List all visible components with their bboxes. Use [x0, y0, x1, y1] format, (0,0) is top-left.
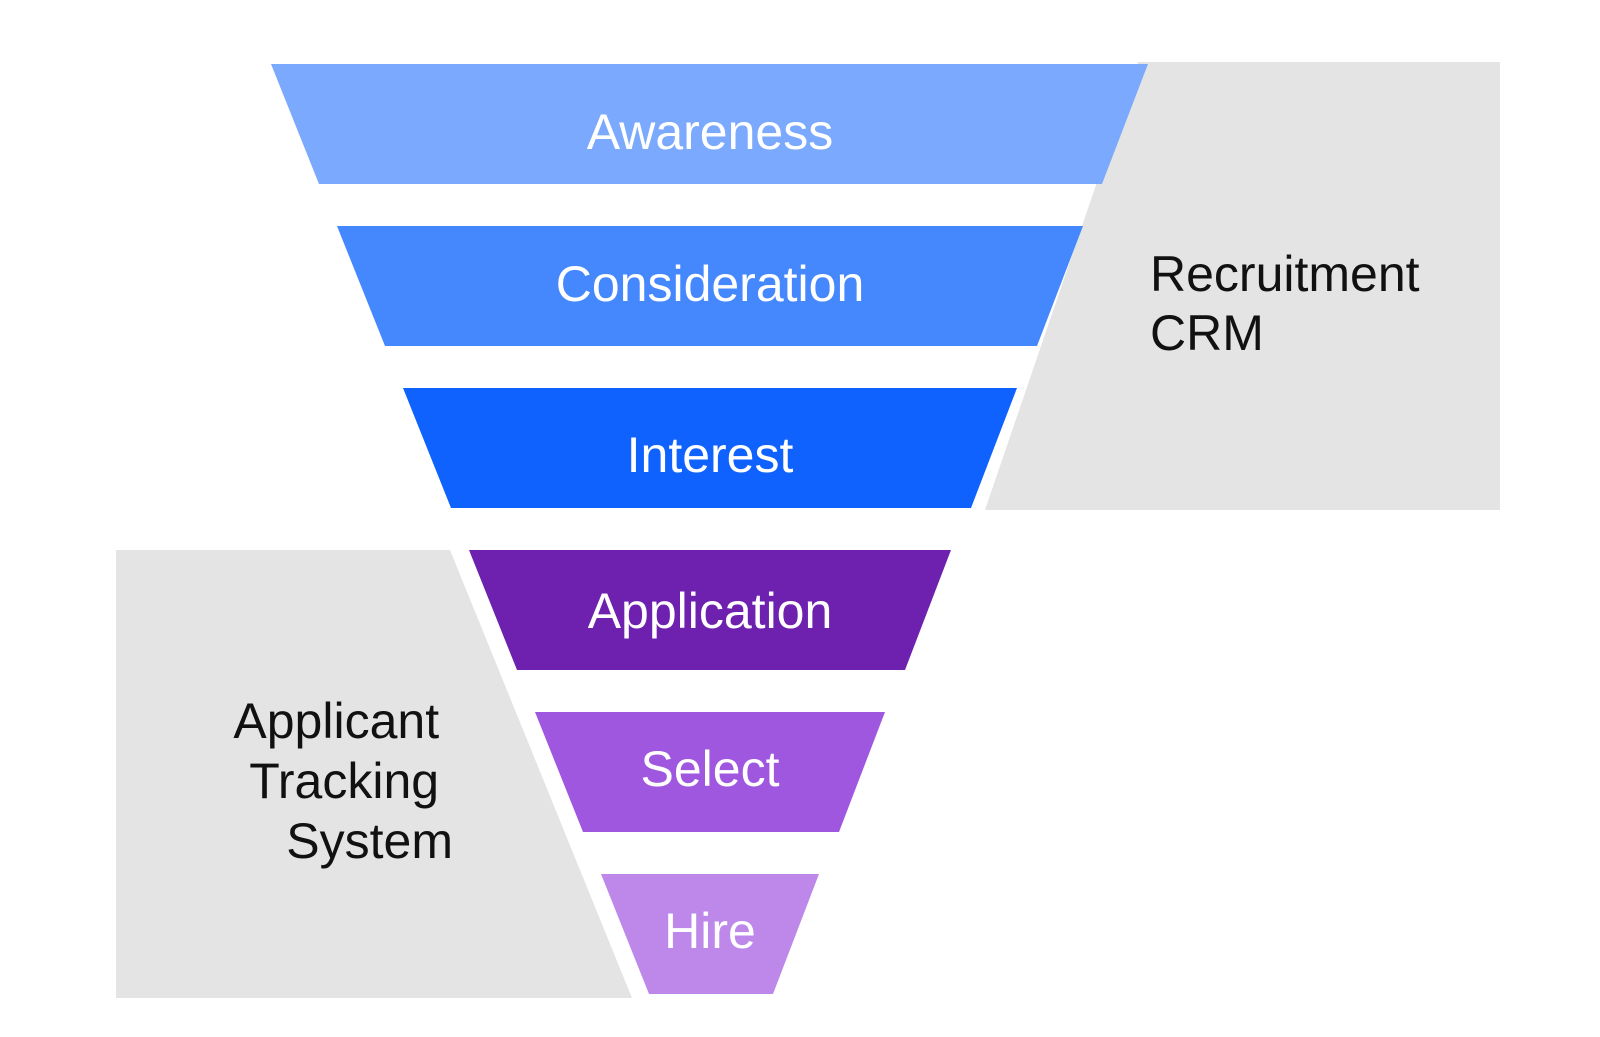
funnel-stages: Awareness Consideration Interest Applica…: [271, 64, 1148, 994]
stage-hire-label: Hire: [664, 903, 756, 959]
crm-label: Recruitment CRM: [1150, 246, 1433, 361]
stage-select: [535, 712, 885, 832]
crm-label-line-1: Recruitment: [1150, 246, 1420, 302]
stage-awareness-label: Awareness: [587, 104, 833, 160]
stage-consideration-label: Consideration: [556, 256, 865, 312]
stage-consideration: [337, 226, 1083, 346]
ats-label-line-1: Applicant: [233, 693, 439, 749]
stage-interest: [403, 388, 1017, 508]
stage-hire: [601, 874, 819, 994]
stage-select-label: Select: [641, 741, 780, 797]
stage-awareness: [271, 64, 1148, 184]
ats-label-line-3: System: [286, 813, 453, 869]
stage-application: [469, 550, 951, 670]
ats-label-line-2: Tracking: [249, 753, 439, 809]
ats-label: Applicant Tracking System: [233, 693, 453, 869]
crm-label-line-2: CRM: [1150, 305, 1264, 361]
stage-application-label: Application: [588, 583, 833, 639]
ats-panel: [116, 550, 632, 998]
crm-panel: [985, 62, 1500, 510]
stage-interest-label: Interest: [627, 427, 794, 483]
